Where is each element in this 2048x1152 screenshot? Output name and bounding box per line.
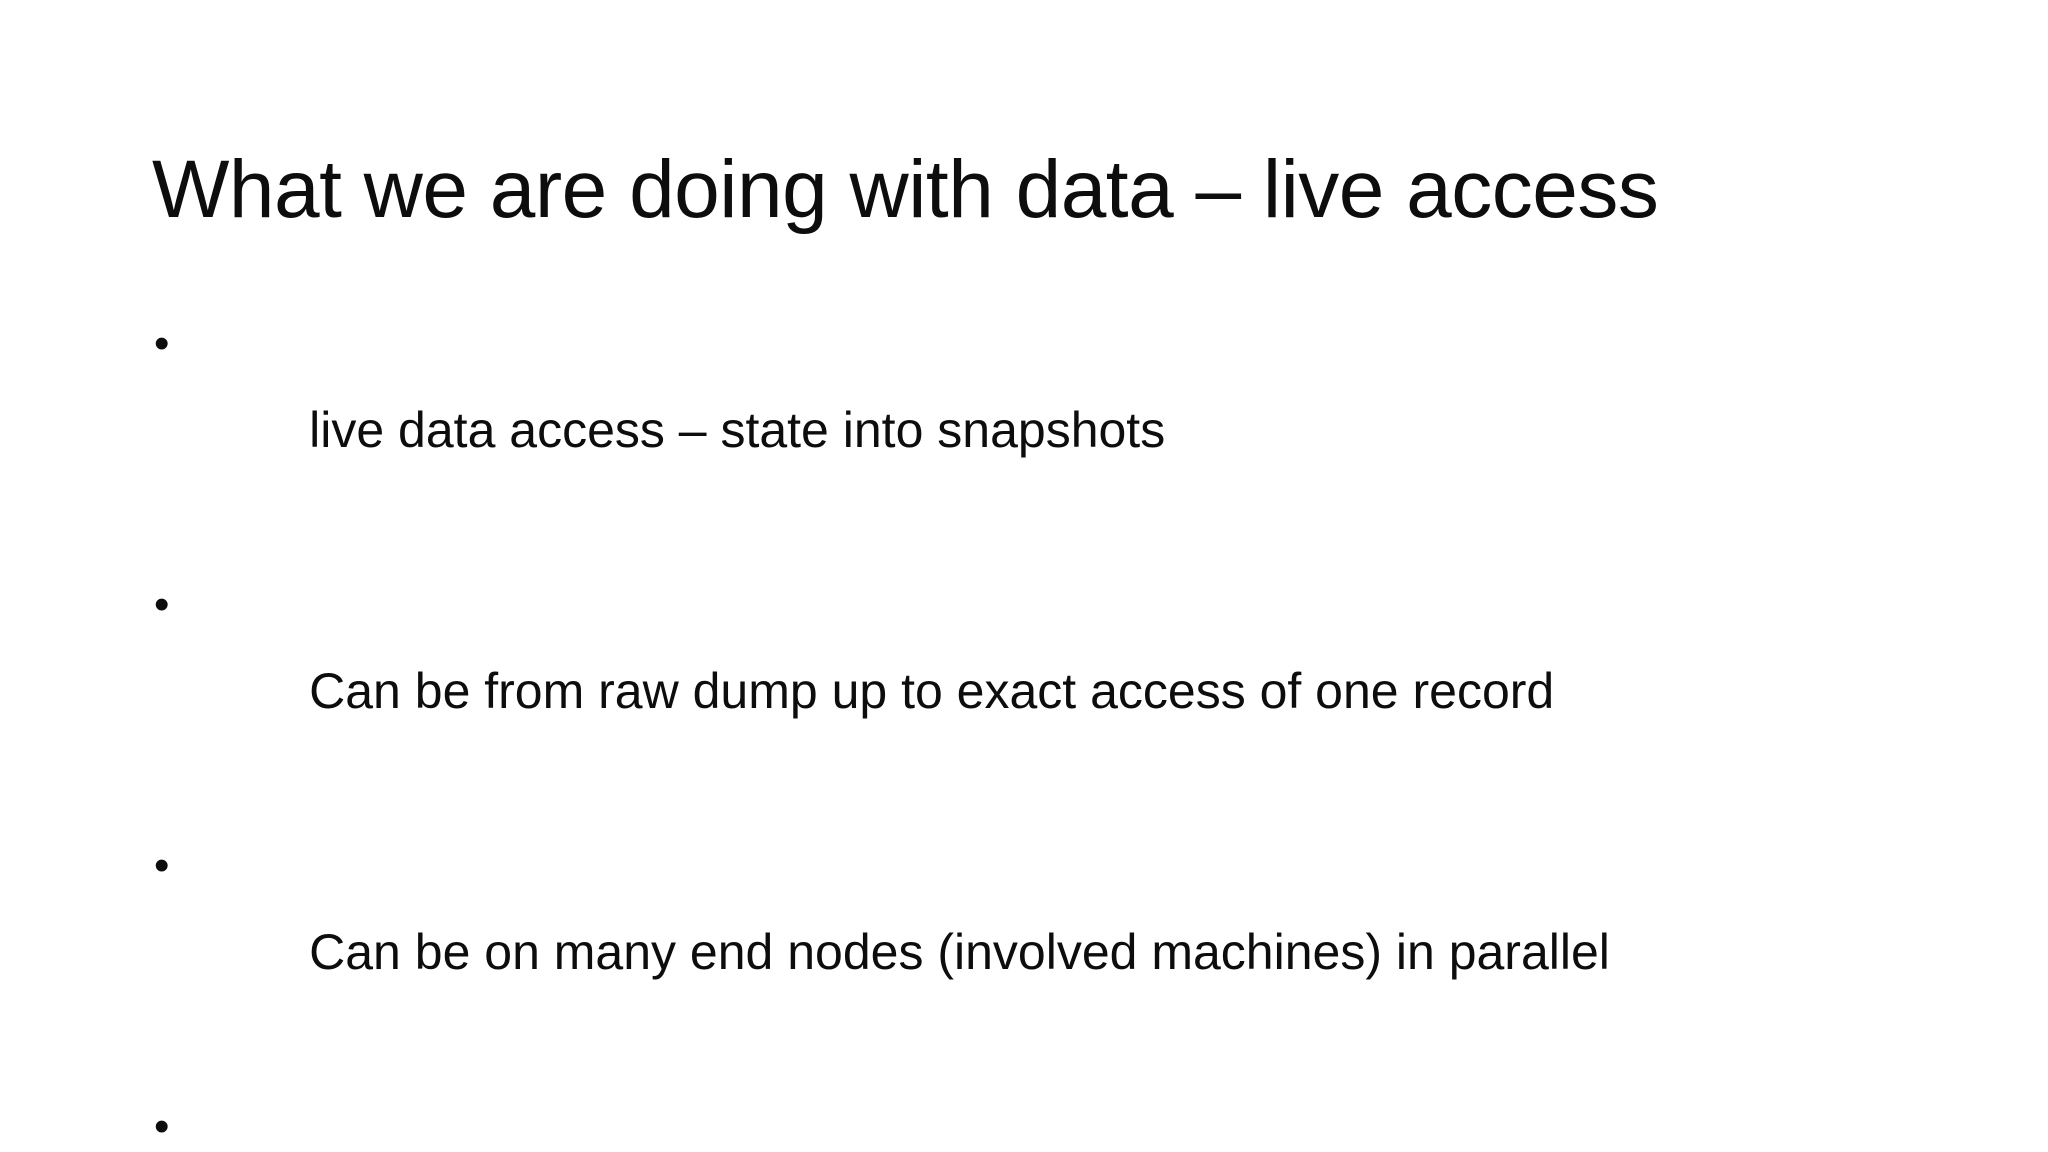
bullet-item-2: Can be from raw dump up to exact access … — [152, 561, 1952, 822]
bullet-text: Can be from raw dump up to exact access … — [309, 663, 1555, 719]
bullet-text: Can be on many end nodes (involved machi… — [309, 924, 1610, 980]
slide-title: What we are doing with data – live acces… — [152, 143, 1659, 235]
slide-body-placeholder: live data access – state into snapshots … — [152, 300, 1952, 1152]
bullet-item-3: Can be on many end nodes (involved machi… — [152, 822, 1952, 1083]
bullet-item-1: live data access – state into snapshots — [152, 300, 1952, 561]
bullet-item-4: We ae doing it forensically sound — [152, 1083, 1952, 1152]
bullet-list: live data access – state into snapshots … — [152, 300, 1952, 1152]
bullet-text: live data access – state into snapshots — [309, 402, 1166, 458]
